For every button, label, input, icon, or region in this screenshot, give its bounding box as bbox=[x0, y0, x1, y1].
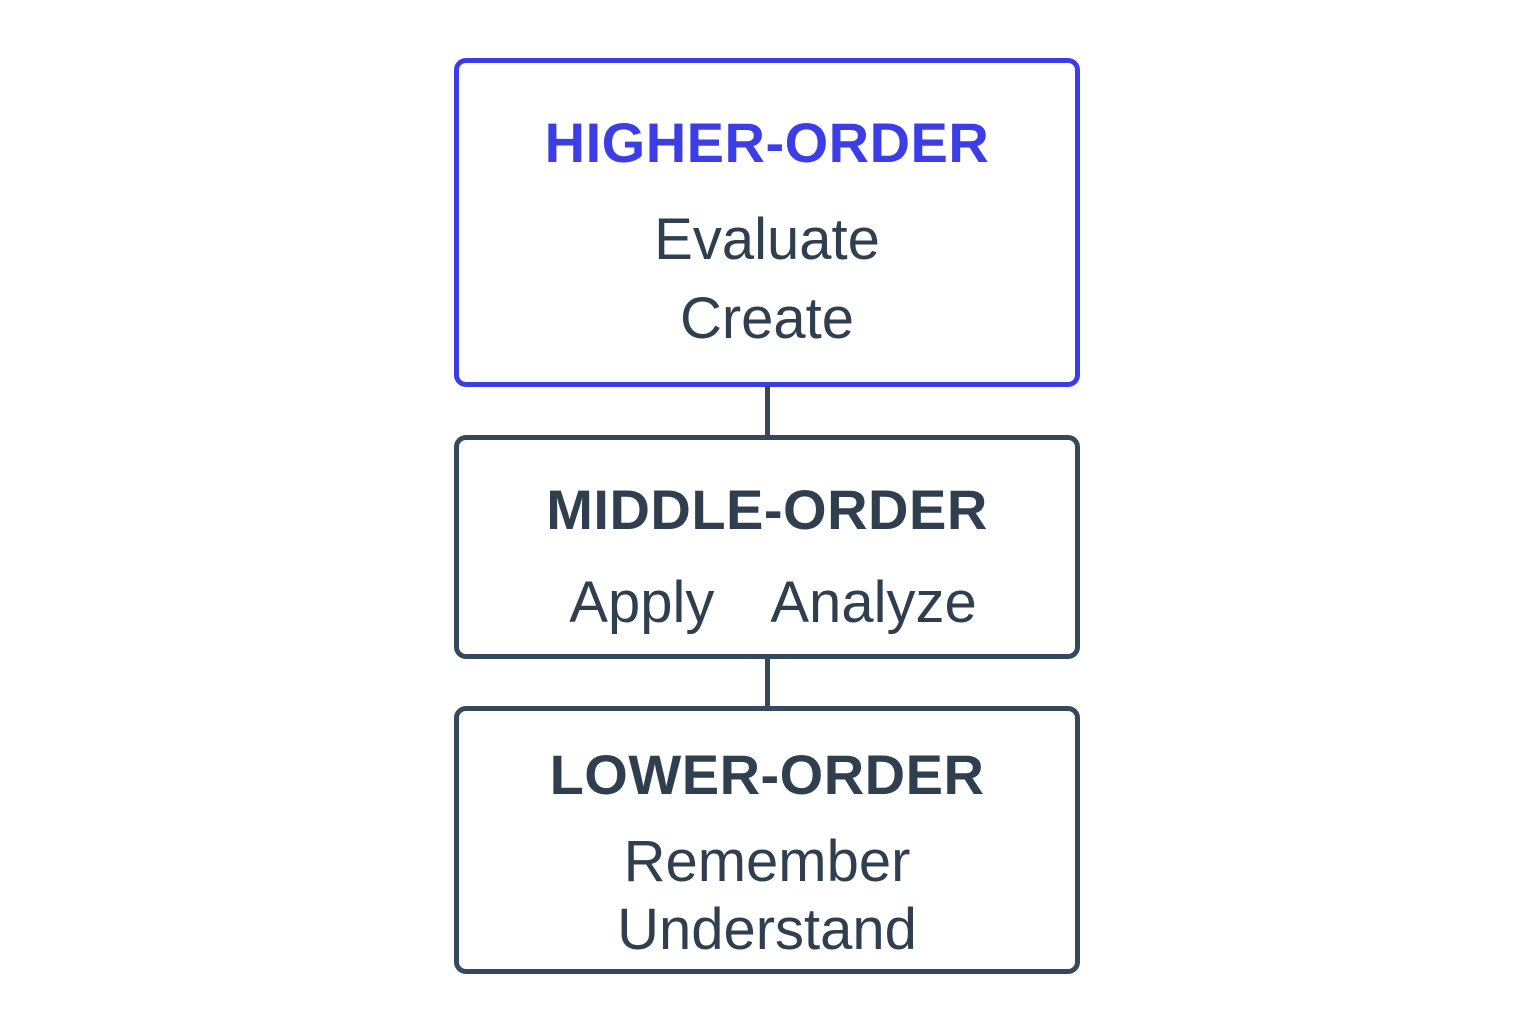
middle-order-items: Apply Analyze bbox=[471, 574, 1075, 632]
middle-order-title: MIDDLE-ORDER bbox=[546, 478, 988, 541]
skill-apply: Apply bbox=[569, 570, 715, 635]
higher-order-items: Evaluate Create bbox=[459, 211, 1075, 348]
connector-line bbox=[765, 658, 770, 708]
skill-analyze: Analyze bbox=[770, 570, 977, 635]
higher-order-box: HIGHER-ORDER Evaluate Create bbox=[454, 58, 1080, 387]
connector-line bbox=[765, 386, 770, 437]
skill-remember: Remember bbox=[623, 829, 911, 894]
lower-order-items: Remember Understand bbox=[459, 833, 1075, 959]
skill-evaluate: Evaluate bbox=[654, 207, 880, 272]
middle-order-box: MIDDLE-ORDER Apply Analyze bbox=[454, 435, 1080, 659]
higher-order-title: HIGHER-ORDER bbox=[544, 111, 990, 174]
skill-understand: Understand bbox=[617, 897, 917, 962]
skill-create: Create bbox=[679, 286, 855, 351]
lower-order-box: LOWER-ORDER Remember Understand bbox=[454, 706, 1080, 974]
lower-order-title: LOWER-ORDER bbox=[549, 743, 985, 806]
